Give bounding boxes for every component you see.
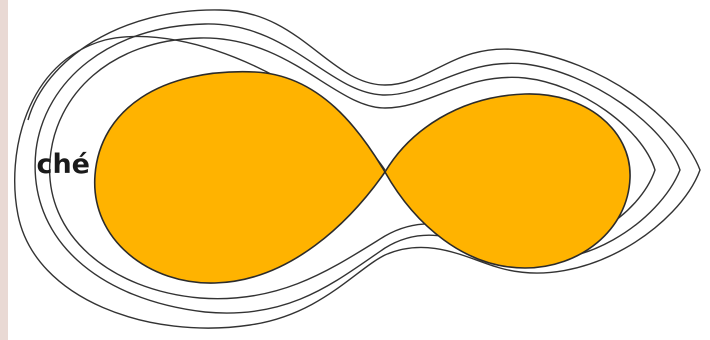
roche-label-text: ché xyxy=(0,148,90,182)
right-roche-lobe xyxy=(385,94,630,268)
left-roche-lobe xyxy=(95,72,385,283)
